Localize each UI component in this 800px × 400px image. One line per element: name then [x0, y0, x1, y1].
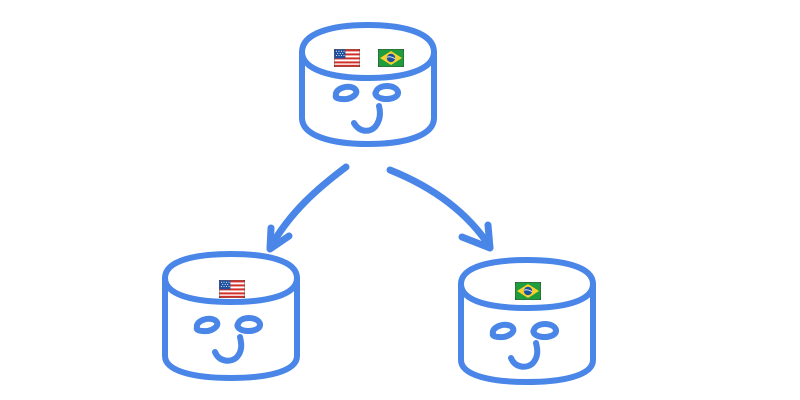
primary-database-body	[299, 49, 437, 147]
flag-us-icon	[219, 280, 245, 298]
us-shard-database-body	[162, 275, 300, 381]
brazil-shard-database-body	[458, 281, 596, 385]
smiley-face-icon	[332, 83, 401, 134]
brazil-shard-database	[458, 257, 596, 385]
arrow-to-us-shard	[266, 163, 350, 253]
smiley-face-icon	[193, 315, 263, 364]
flag-brazil-icon	[515, 282, 541, 300]
primary-database	[299, 22, 437, 147]
smiley-face-icon	[489, 321, 559, 370]
flag-brazil-icon	[378, 49, 404, 67]
flag-us-icon	[334, 49, 360, 67]
primary-database-top-ellipse	[299, 22, 437, 81]
us-shard-database	[162, 251, 300, 381]
arrow-to-brazil-shard	[386, 166, 494, 252]
